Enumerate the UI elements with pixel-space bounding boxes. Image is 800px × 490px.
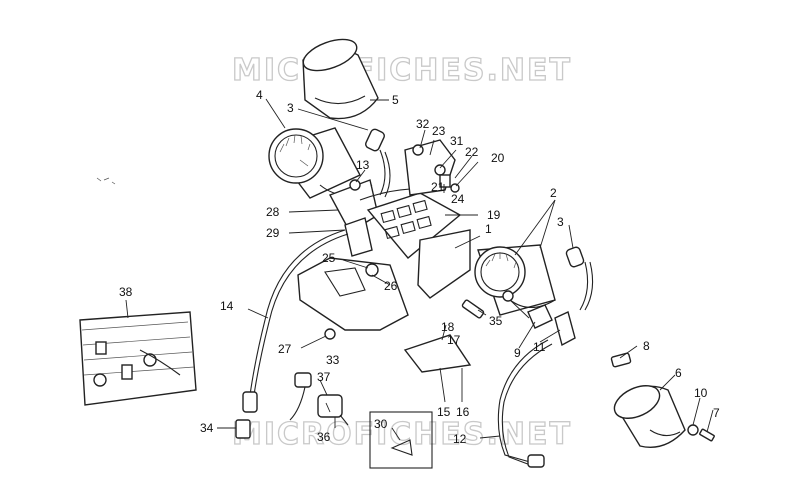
callout-7: 7 [713,406,720,420]
callout-22: 22 [465,145,479,159]
mounting-plate-15 [403,334,472,373]
speedometer-bracket-hardware [502,290,576,347]
callout-16: 16 [456,405,470,419]
leader-lines [125,98,714,441]
callout-4: 4 [256,88,263,102]
callout-37: 37 [317,370,331,384]
callout-17: 17 [447,333,461,347]
fitting-8 [610,352,632,368]
callout-3-right: 3 [557,215,564,229]
callout-33: 33 [326,353,340,367]
cover-screws [687,424,715,442]
callout-27: 27 [278,342,292,356]
speedometer-cable [497,339,553,468]
bolt-13 [349,179,361,191]
callout-29: 29 [266,226,280,240]
dashboard-bracket [329,179,441,257]
callout-8: 8 [643,339,650,353]
speedometer-gauge [474,244,556,316]
callout-32: 32 [416,117,430,131]
wiring-harness-bag [79,311,197,406]
callout-2: 2 [550,186,557,200]
callout-31: 31 [450,134,464,148]
callout-15: 15 [437,405,451,419]
speedometer-cable-connector [565,246,594,311]
ignition-switch [289,372,349,426]
speedometer-cover-cup [613,385,686,448]
callout-18: 18 [441,320,455,334]
callout-25: 25 [322,251,336,265]
callout-21: 21 [431,180,445,194]
callout-labels: 1 2 3 3 4 5 6 7 8 9 10 11 12 13 14 15 16… [119,88,720,446]
callout-23: 23 [432,124,446,138]
callout-5: 5 [392,93,399,107]
watermark-bottom: MICROFICHES.NET [232,417,572,452]
callout-12: 12 [453,432,467,446]
watermark-top: MICROFICHES.NET [232,53,572,88]
callout-28: 28 [266,205,280,219]
callout-34: 34 [200,421,214,435]
callout-36: 36 [317,430,331,444]
inset-box-30 [369,411,433,469]
pencil-mark [96,177,116,185]
callout-9: 9 [514,346,521,360]
tachometer-cable [242,229,349,413]
callout-10: 10 [694,386,708,400]
callout-6: 6 [675,366,682,380]
screw-17-18 [461,299,485,319]
tachometer-cover-cup [302,38,379,120]
callout-13: 13 [356,158,370,172]
callout-35: 35 [489,314,503,328]
callout-11: 11 [533,340,546,354]
callout-14: 14 [220,299,234,313]
callout-38: 38 [119,285,133,299]
dashboard-cover-plate [297,257,409,340]
callout-20: 20 [491,151,505,165]
callout-30: 30 [374,417,388,431]
callout-24: 24 [451,192,465,206]
fitting-34 [235,419,251,439]
upper-bracket-assembly [404,139,460,196]
callout-3-left: 3 [287,101,294,115]
callout-1: 1 [485,222,492,236]
callout-26: 26 [384,279,398,293]
callout-19: 19 [487,208,501,222]
tachometer-cable-connector [365,128,391,198]
